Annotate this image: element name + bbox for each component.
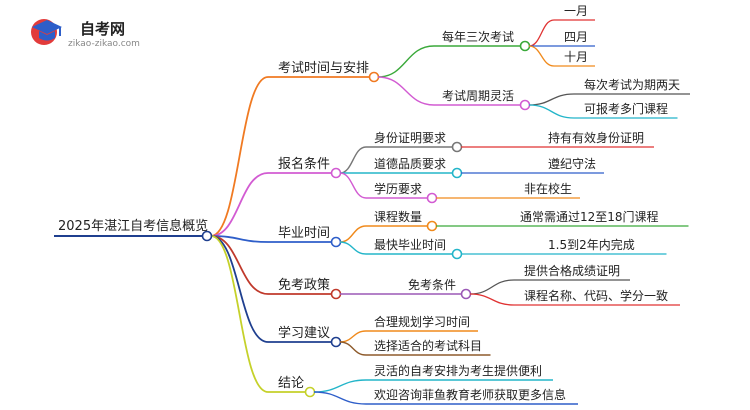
child-toggle[interactable] [426, 220, 438, 232]
branch-label: 报名条件 [278, 156, 330, 172]
branch-toggle[interactable] [368, 71, 380, 83]
leaf-label: 一月 [564, 4, 588, 18]
child-label: 灵活的自考安排为考生提供便利 [374, 363, 542, 378]
leaf-label: 提供合格成绩证明 [524, 263, 620, 278]
leaf-label: 1.5到2年内完成 [548, 237, 635, 252]
connector-child [339, 172, 367, 199]
child-label: 道德品质要求 [374, 156, 446, 171]
logo-domain: zikao-zikao.com [68, 39, 140, 49]
branch-toggle[interactable] [330, 167, 342, 179]
child-label: 合理规划学习时间 [374, 314, 470, 329]
logo-brand: 自考网 [80, 20, 126, 38]
child-label: 欢迎咨询菲鱼教育老师获取更多信息 [374, 387, 566, 402]
connector-leaf [528, 104, 575, 119]
connector-child [339, 146, 367, 174]
child-label: 免考条件 [408, 277, 456, 292]
child-label: 课程数量 [374, 209, 422, 224]
root-label: 2025年湛江自考信息概览 [58, 218, 208, 234]
connector-leaf [469, 293, 515, 306]
child-label: 学历要求 [374, 181, 422, 196]
connector-branch [210, 235, 269, 393]
child-label: 选择适合的考试科目 [374, 338, 482, 353]
leaf-label: 每次考试为期两天 [584, 77, 680, 92]
branch-label: 学习建议 [278, 325, 330, 341]
leaf-label: 通常需通过12至18门课程 [520, 209, 659, 224]
child-toggle[interactable] [460, 288, 472, 300]
leaf-label: 十月 [564, 50, 588, 64]
child-label: 考试周期灵活 [442, 88, 514, 103]
branch-label: 考试时间与安排 [278, 61, 369, 76]
leaf-label: 持有有效身份证明 [548, 130, 644, 145]
graduation-cap-icon [31, 19, 62, 45]
branch-toggle[interactable] [304, 386, 316, 398]
child-toggle[interactable] [519, 99, 531, 111]
branch-toggle[interactable] [330, 288, 342, 300]
leaf-label: 课程名称、代码、学分一致 [524, 288, 668, 303]
child-toggle[interactable] [426, 192, 438, 204]
connector-child [377, 45, 435, 78]
connector-leaf [528, 93, 575, 106]
child-label: 每年三次考试 [442, 29, 514, 44]
connector-branch [210, 172, 269, 237]
connector-child [377, 76, 435, 106]
connector-child [339, 341, 367, 356]
leaf-label: 遵纪守法 [548, 156, 596, 171]
root-toggle[interactable] [201, 230, 213, 242]
connector-child [339, 241, 367, 255]
child-toggle[interactable] [519, 40, 531, 52]
connector-branch [210, 235, 269, 295]
branch-label: 结论 [278, 376, 304, 391]
leaf-label: 可报考多门课程 [584, 101, 668, 116]
site-logo: 自考网 zikao-zikao.com [28, 14, 158, 54]
connector-branch [210, 76, 269, 237]
connector-child [339, 330, 367, 343]
connector-branch [210, 235, 269, 343]
connector-child [313, 391, 367, 405]
branch-toggle[interactable] [330, 336, 342, 348]
connector-leaf [528, 19, 555, 47]
leaf-label: 非在校生 [524, 181, 572, 196]
child-toggle[interactable] [451, 167, 463, 179]
branch-label: 毕业时间 [278, 226, 330, 241]
child-toggle[interactable] [451, 141, 463, 153]
child-label: 最快毕业时间 [374, 238, 446, 252]
branch-toggle[interactable] [330, 236, 342, 248]
connector-leaf [528, 45, 555, 67]
connector-child [339, 225, 367, 243]
branch-label: 免考政策 [278, 277, 330, 293]
child-label: 身份证明要求 [374, 130, 446, 145]
child-toggle[interactable] [451, 248, 463, 260]
connector-child [313, 379, 367, 393]
leaf-label: 四月 [564, 30, 588, 44]
connector-leaf [469, 279, 515, 295]
